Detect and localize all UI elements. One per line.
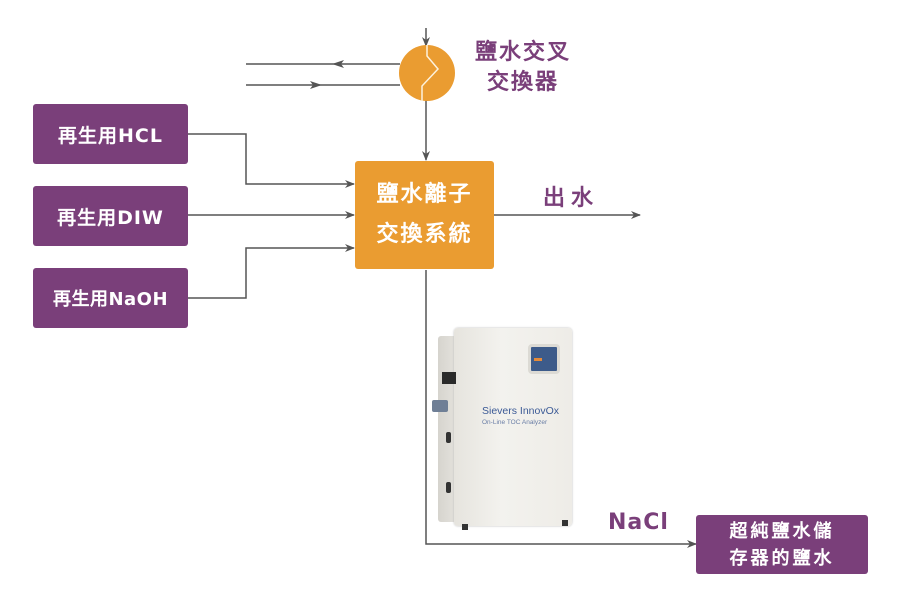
return-arrowhead <box>332 60 344 68</box>
input-label-diw: 再生用DIW <box>57 206 164 229</box>
heat-exchanger-label: 鹽水交叉 交換器 <box>464 38 582 98</box>
heat-exchanger-label-line2: 交換器 <box>486 70 559 95</box>
analyzer-valve-icon <box>442 372 456 384</box>
storage-box: 超純鹽水儲 存器的鹽水 <box>696 515 868 574</box>
toc-analyzer-image: Sievers InnovOx On-Line TOC Analyzer <box>432 322 577 530</box>
input-label-naoh: 再生用NaOH <box>52 289 169 310</box>
input-box-diw: 再生用DIW <box>33 186 188 246</box>
analyzer-brand: Sievers InnovOx <box>482 405 560 417</box>
naoh-connector <box>188 244 355 299</box>
analyzer-port-icon <box>446 432 451 443</box>
heat-exchanger-label-line1: 鹽水交叉 <box>474 40 571 65</box>
analyzer-subtitle: On-Line TOC Analyzer <box>482 419 548 426</box>
storage-label-line1: 超純鹽水儲 <box>729 520 835 542</box>
input-label-hcl: 再生用HCL <box>58 124 163 147</box>
analyzer-foot <box>562 520 568 526</box>
analyzer-screen-icon <box>528 344 560 374</box>
nacl-label: NaCl <box>608 510 669 535</box>
ion-exchange-system-box: 鹽水離子 交換系統 <box>355 161 494 269</box>
ion-exchange-label-line2: 交換系統 <box>376 222 473 247</box>
analyzer-port-icon <box>446 482 451 493</box>
analyzer-foot <box>462 524 468 530</box>
outlet-label: 出水 <box>543 186 600 211</box>
input-box-hcl: 再生用HCL <box>33 104 188 164</box>
ion-exchange-label-line1: 鹽水離子 <box>376 182 473 207</box>
hcl-connector <box>188 133 355 188</box>
nacl-connector <box>425 270 697 548</box>
heat-exchanger-icon <box>399 45 455 101</box>
feed-arrowhead <box>310 81 322 89</box>
input-box-naoh: 再生用NaOH <box>33 268 188 328</box>
analyzer-pump-icon <box>432 400 448 412</box>
analyzer-brand-text: Sievers InnovOx On-Line TOC Analyzer <box>482 406 559 428</box>
storage-label-line2: 存器的鹽水 <box>729 547 835 569</box>
